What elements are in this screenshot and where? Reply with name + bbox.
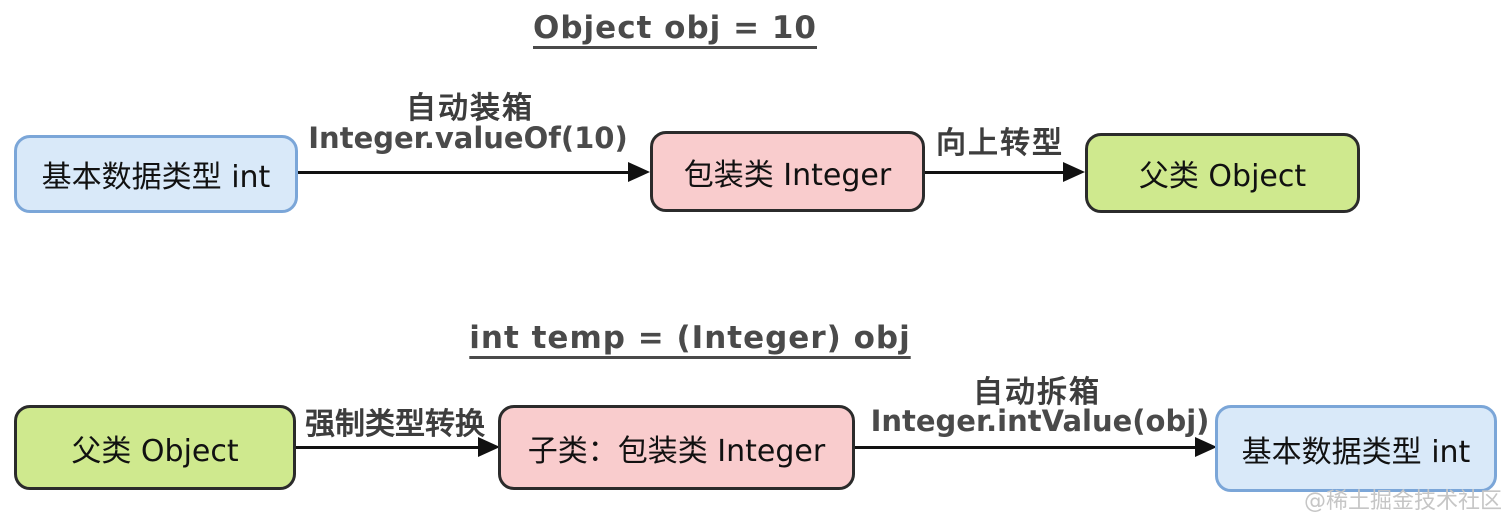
label-upcast: 向上转型 [936, 126, 1064, 161]
label-unboxing: 自动拆箱 [973, 375, 1101, 410]
node-object-bottom: 父类 Object [14, 405, 296, 490]
arrow-boxing-head-icon [628, 162, 650, 182]
arrow-unboxing-head-icon [1195, 437, 1217, 457]
label-intvalue-code: Integer.intValue(obj) [870, 404, 1210, 438]
arrow-unboxing-line [855, 446, 1199, 449]
watermark: @稀土掘金技术社区 [1303, 489, 1502, 514]
title-unboxing-statement: int temp = (Integer) obj [469, 320, 911, 356]
node-object-top: 父类 Object [1085, 133, 1360, 213]
arrow-upcast-line [925, 171, 1067, 174]
node-primitive-int-top: 基本数据类型 int [14, 135, 298, 213]
title-boxing-statement: Object obj = 10 [533, 10, 817, 46]
node-primitive-int-bottom: 基本数据类型 int [1215, 405, 1497, 492]
label-valueof-code: Integer.valueOf(10) [308, 121, 628, 155]
arrow-upcast-head-icon [1063, 162, 1085, 182]
node-wrapper-integer-bottom: 子类：包装类 Integer [498, 405, 855, 490]
arrow-cast-line [296, 446, 482, 449]
label-forced-cast: 强制类型转换 [305, 407, 485, 442]
arrow-boxing-line [298, 171, 632, 174]
label-autoboxing: 自动装箱 [406, 91, 534, 126]
arrow-cast-head-icon [478, 437, 500, 457]
node-wrapper-integer-top: 包装类 Integer [650, 131, 925, 212]
